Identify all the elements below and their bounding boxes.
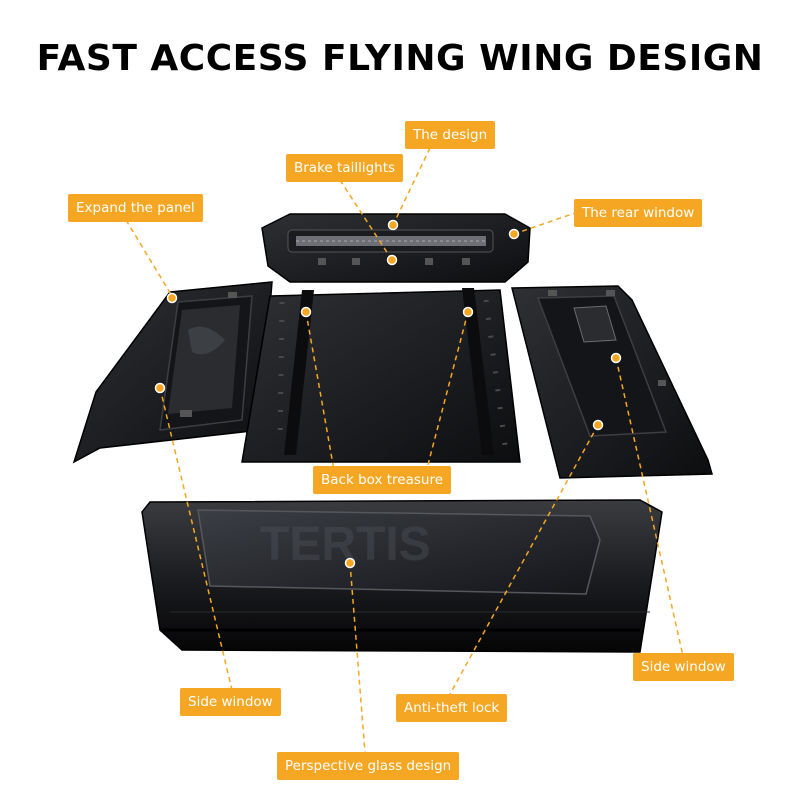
dot-brake-taillights xyxy=(386,254,398,266)
callout-back-box: Back box treasure xyxy=(313,466,452,494)
callout-perspective-glass: Perspective glass design xyxy=(277,752,460,780)
dot-back-box-b xyxy=(462,306,474,318)
dot-side-window-right xyxy=(610,352,622,364)
dot-side-window-left xyxy=(154,382,166,394)
right-wing-panel xyxy=(511,285,713,479)
back-box-panel xyxy=(241,288,521,463)
marker-dots xyxy=(154,219,622,569)
dot-the-design xyxy=(387,219,399,231)
leader-back-box-b xyxy=(424,311,469,477)
callout-anti-theft: Anti-theft lock xyxy=(396,694,508,722)
side-door-panel: TERTIS xyxy=(141,499,663,653)
leader-side-window-right xyxy=(615,357,684,657)
dot-back-box-a xyxy=(300,306,312,318)
left-wing-panel xyxy=(72,281,273,464)
dot-perspective-glass xyxy=(344,557,356,569)
callout-expand-panel: Expand the panel xyxy=(68,194,203,222)
callout-side-window-left: Side window xyxy=(180,688,281,716)
callout-rear-window: The rear window xyxy=(574,199,703,227)
dot-rear-window xyxy=(508,228,520,240)
callout-side-window-right: Side window xyxy=(633,653,734,681)
page-title: FAST ACCESS FLYING WING DESIGN xyxy=(36,38,764,79)
leader-expand-panel xyxy=(125,219,173,297)
rear-header-panel xyxy=(261,213,531,283)
callout-the-design: The design xyxy=(405,121,496,149)
callout-brake-taillights: Brake taillights xyxy=(286,154,404,182)
dot-expand-panel xyxy=(166,292,178,304)
leader-rear-window xyxy=(513,211,579,235)
leader-perspective-glass xyxy=(349,562,366,753)
dot-anti-theft xyxy=(592,419,604,431)
leader-lines xyxy=(125,147,684,753)
leader-brake-taillights xyxy=(339,179,393,261)
leader-side-window-left xyxy=(159,387,233,691)
leader-anti-theft xyxy=(449,424,599,695)
leader-back-box-a xyxy=(305,311,336,477)
